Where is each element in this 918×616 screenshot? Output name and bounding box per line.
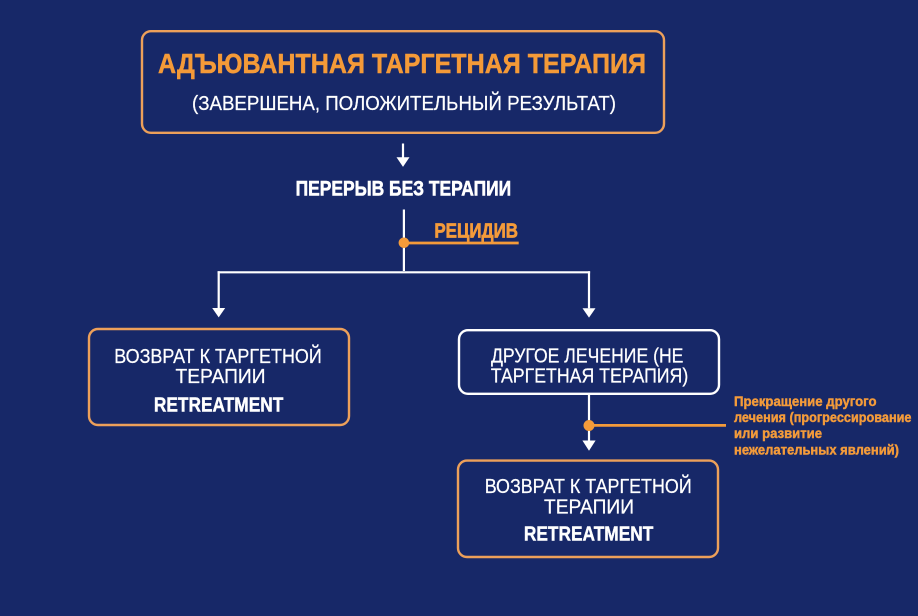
svg-text:или развитие: или развитие	[734, 425, 822, 441]
svg-text:нежелательных явлений): нежелательных явлений)	[734, 441, 899, 457]
svg-text:ТЕРАПИИ: ТЕРАПИИ	[544, 496, 634, 519]
svg-text:РЕЦИДИВ: РЕЦИДИВ	[434, 220, 518, 243]
svg-text:ТАРГЕТНАЯ ТЕРАПИЯ): ТАРГЕТНАЯ ТЕРАПИЯ)	[491, 365, 689, 388]
svg-text:RETREATMENT: RETREATMENT	[524, 524, 654, 546]
svg-text:RETREATMENT: RETREATMENT	[154, 395, 284, 417]
svg-text:(ЗАВЕРШЕНА, ПОЛОЖИТЕЛЬНЫЙ РЕЗУ: (ЗАВЕРШЕНА, ПОЛОЖИТЕЛЬНЫЙ РЕЗУЛЬТАТ)	[192, 91, 616, 115]
svg-text:АДЪЮВАНТНАЯ ТАРГЕТНАЯ ТЕРАПИЯ: АДЪЮВАНТНАЯ ТАРГЕТНАЯ ТЕРАПИЯ	[158, 48, 646, 79]
svg-text:ДРУГОЕ ЛЕЧЕНИЕ (НЕ: ДРУГОЕ ЛЕЧЕНИЕ (НЕ	[491, 345, 684, 368]
svg-text:ВОЗВРАТ К ТАРГЕТНОЙ: ВОЗВРАТ К ТАРГЕТНОЙ	[485, 474, 692, 498]
svg-text:ВОЗВРАТ К ТАРГЕТНОЙ: ВОЗВРАТ К ТАРГЕТНОЙ	[114, 344, 322, 368]
svg-text:ТЕРАПИИ: ТЕРАПИИ	[176, 365, 266, 388]
svg-text:лечения (прогрессирование: лечения (прогрессирование	[734, 409, 912, 425]
svg-text:Прекращение другого: Прекращение другого	[734, 393, 877, 409]
svg-text:ПЕРЕРЫВ БЕЗ ТЕРАПИИ: ПЕРЕРЫВ БЕЗ ТЕРАПИИ	[296, 177, 512, 201]
